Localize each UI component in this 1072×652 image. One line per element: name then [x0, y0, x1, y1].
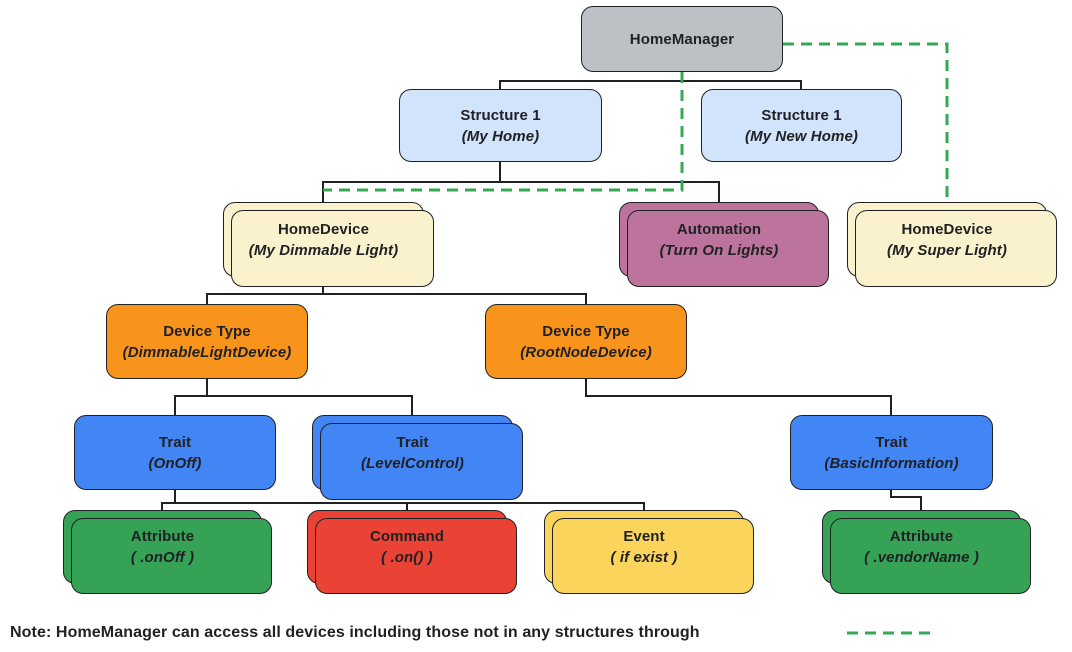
node-subtitle: (OnOff): [148, 454, 202, 472]
node-title: Structure 1: [460, 106, 541, 124]
node-subtitle: (LevelControl): [360, 454, 465, 472]
node-title: Attribute: [130, 528, 195, 545]
node-structure-1-my-home: Structure 1 (My Home): [399, 89, 602, 162]
diagram-note: Note: HomeManager can access all devices…: [10, 624, 700, 642]
node-subtitle: (My New Home): [745, 127, 858, 145]
node-command-on: Command ( .on() ): [307, 510, 507, 584]
node-title: Trait: [396, 433, 429, 451]
note-text: Note: HomeManager can access all devices…: [10, 624, 700, 641]
node-title: HomeDevice: [901, 220, 993, 238]
node-title: Event: [623, 528, 665, 545]
node-title: HomeManager: [629, 30, 735, 48]
node-title: Automation: [676, 220, 762, 238]
node-subtitle: (BasicInformation): [824, 454, 959, 472]
node-title: Device Type: [163, 322, 251, 340]
node-subtitle: ( if exist ): [610, 549, 678, 566]
solid-edge: [322, 181, 720, 202]
node-subtitle: (RootNodeDevice): [520, 343, 652, 361]
node-home-device-my-super-light: HomeDevice (My Super Light): [847, 202, 1047, 277]
node-subtitle: (Turn On Lights): [659, 241, 779, 259]
node-subtitle: (DimmableLightDevice): [122, 343, 292, 361]
solid-edge: [206, 293, 587, 304]
node-event-if-exist: Event ( if exist ): [544, 510, 744, 584]
solid-edge: [174, 395, 413, 415]
node-title: Attribute: [889, 528, 954, 545]
node-subtitle: (My Super Light): [887, 241, 1007, 259]
node-home-manager: HomeManager: [581, 6, 783, 72]
node-device-type-dimmable-light-device: Device Type (DimmableLightDevice): [106, 304, 308, 379]
node-subtitle: (My Dimmable Light): [248, 241, 399, 259]
node-subtitle: ( .on() ): [381, 549, 433, 566]
node-subtitle: ( .vendorName ): [864, 549, 979, 566]
node-trait-on-off: Trait (OnOff): [74, 415, 276, 490]
dashed-green-edge: [783, 42, 949, 202]
node-structure-1-my-new-home: Structure 1 (My New Home): [701, 89, 902, 162]
dashed-green-edge: [323, 72, 684, 192]
node-subtitle: ( .onOff ): [130, 549, 195, 566]
node-title: HomeDevice: [277, 220, 370, 238]
solid-edge: [499, 80, 802, 90]
node-title: Command: [369, 528, 445, 545]
node-title: Trait: [875, 433, 908, 451]
node-automation-turn-on-lights: Automation (Turn On Lights): [619, 202, 819, 277]
node-title: Structure 1: [761, 106, 842, 124]
node-title: Device Type: [542, 322, 630, 340]
node-title: Trait: [158, 433, 192, 451]
solid-edge: [585, 379, 892, 415]
node-subtitle: (My Home): [461, 127, 540, 145]
node-attribute-vendor-name: Attribute ( .vendorName ): [822, 510, 1021, 584]
solid-edge: [890, 490, 922, 510]
node-trait-basic-information: Trait (BasicInformation): [790, 415, 993, 490]
node-device-type-root-node-device: Device Type (RootNodeDevice): [485, 304, 687, 379]
node-trait-level-control: Trait (LevelControl): [312, 415, 513, 490]
solid-edge: [161, 502, 645, 510]
node-home-device-my-dimmable-light: HomeDevice (My Dimmable Light): [223, 202, 424, 277]
node-attribute-on-off: Attribute ( .onOff ): [63, 510, 262, 584]
